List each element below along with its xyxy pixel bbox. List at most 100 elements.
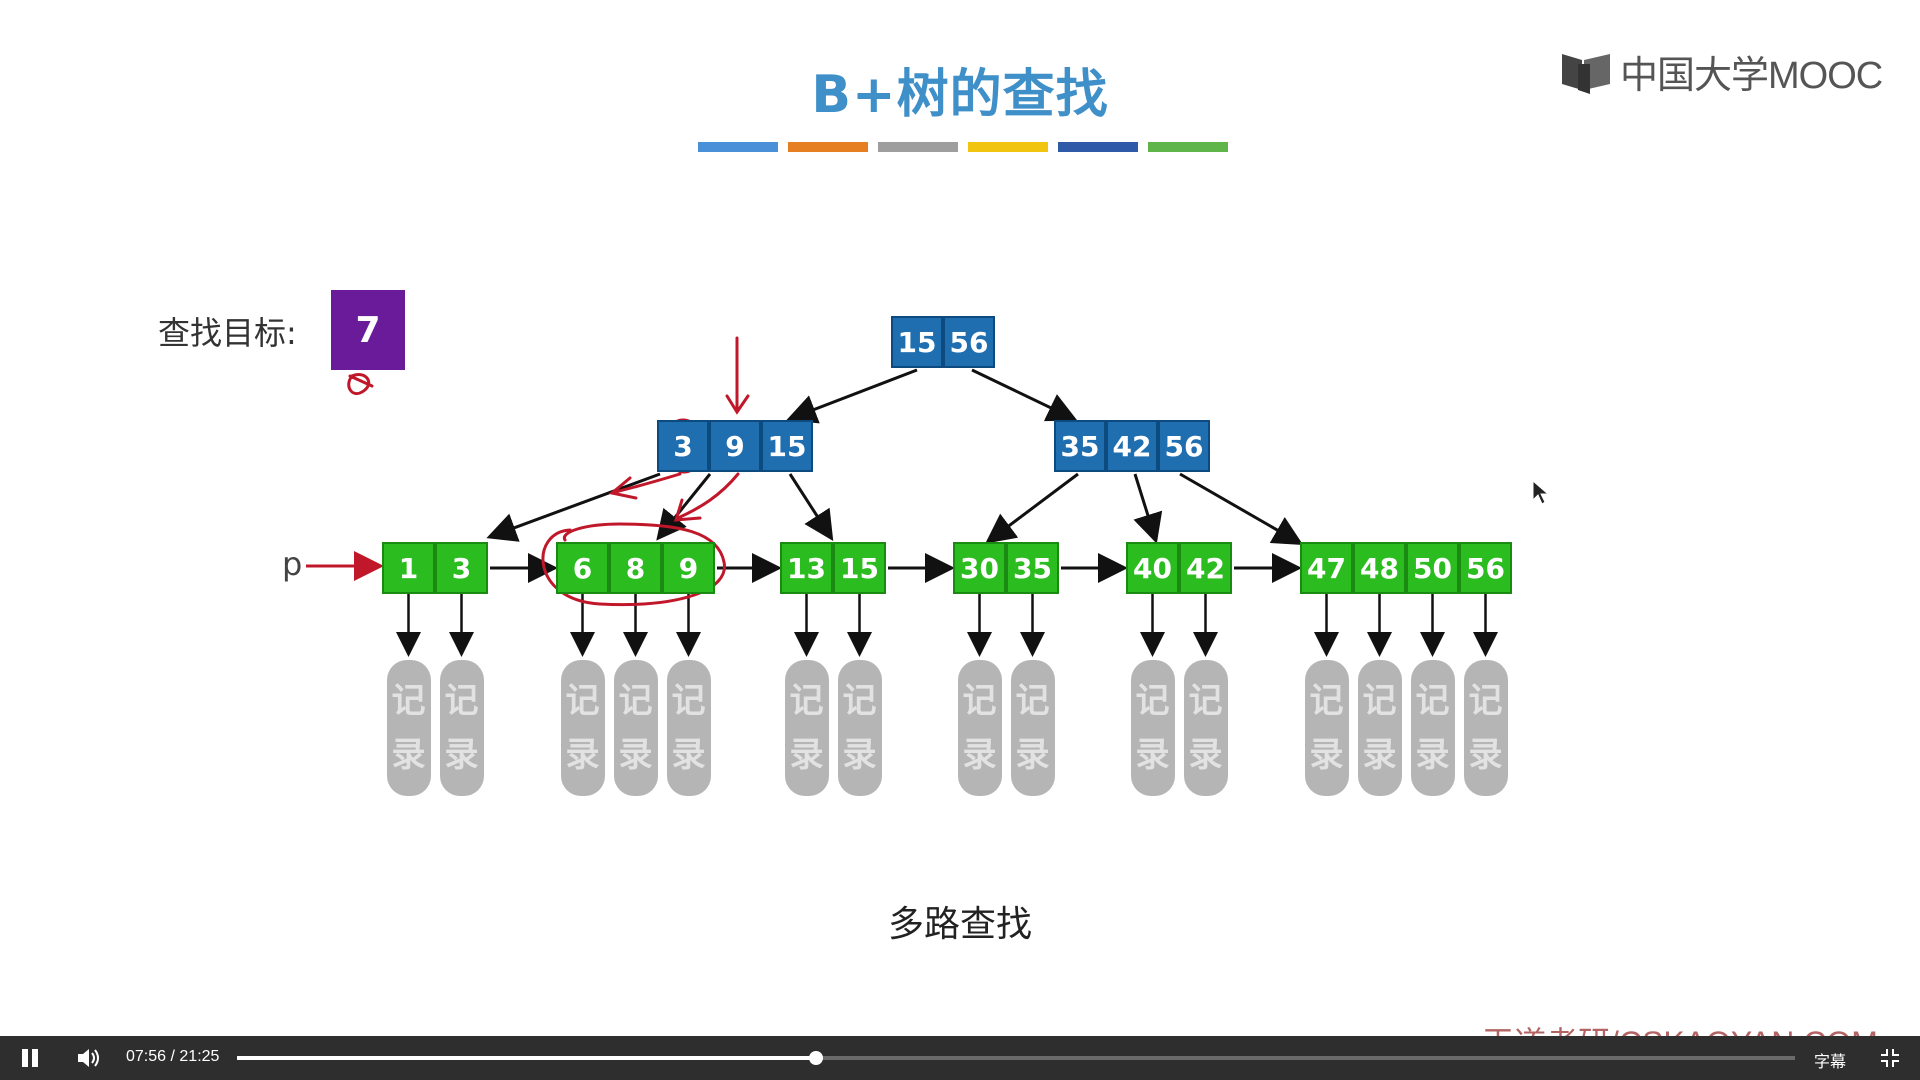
record-label: 记 <box>1362 681 1397 721</box>
record-label: 记 <box>962 681 997 721</box>
record-block: 记录 <box>1463 660 1508 796</box>
record-label: 录 <box>1362 735 1397 775</box>
tree-edge <box>788 473 834 542</box>
search-target-value: 7 <box>331 290 405 370</box>
leaf-node-6-key: 56 <box>1459 542 1512 594</box>
record-label: 录 <box>1468 735 1503 775</box>
volume-button[interactable] <box>76 1046 102 1074</box>
fullscreen-exit-button[interactable] <box>1880 1048 1900 1072</box>
title-color-bar <box>698 142 1228 152</box>
record-label: 录 <box>962 735 997 775</box>
leaf-node-3-key: 15 <box>833 542 886 594</box>
color-bar-segment <box>968 142 1048 152</box>
record-block: 记录 <box>1130 660 1175 796</box>
pointer-p-label: p <box>282 545 303 583</box>
mooc-logo-text: 中国大学MOOC <box>1620 55 1883 97</box>
record-label: 录 <box>444 735 479 775</box>
tree-edge <box>985 472 1079 544</box>
record-label: 记 <box>1415 681 1450 721</box>
record-block: 记录 <box>613 660 658 796</box>
record-label: 记 <box>671 681 706 721</box>
time-separator: / <box>170 1048 175 1065</box>
record-label: 记 <box>842 681 877 721</box>
tree-edge <box>1133 473 1163 544</box>
record-label: 记 <box>1188 681 1223 721</box>
record-block: 记录 <box>666 660 711 796</box>
leaf-node-3-key: 13 <box>780 542 833 594</box>
leaf-node-5-key: 40 <box>1126 542 1179 594</box>
mooc-logo: 中国大学MOOC <box>1560 44 1883 99</box>
annotation-down-arrow <box>725 336 750 415</box>
leaf-node-5-key: 42 <box>1179 542 1232 594</box>
video-player-controls: 07:56 / 21:25 字幕 <box>0 1036 1920 1080</box>
leaf-node-1-key: 3 <box>435 542 488 594</box>
record-label: 记 <box>1309 681 1344 721</box>
record-block: 记录 <box>784 660 829 796</box>
tree-edges <box>306 336 1498 657</box>
root-node-key: 56 <box>943 316 995 368</box>
record-block: 记录 <box>560 660 605 796</box>
mouse-cursor-icon <box>1532 480 1550 505</box>
record-label: 记 <box>565 681 600 721</box>
record-label: 录 <box>1135 735 1170 775</box>
tree-edge <box>971 368 1078 422</box>
pause-button[interactable] <box>18 1046 42 1070</box>
record-label: 记 <box>1135 681 1170 721</box>
progress-handle[interactable] <box>808 1051 823 1065</box>
annotation-arrow-left <box>608 472 682 500</box>
record-label: 记 <box>1468 681 1503 721</box>
mooc-logo-icon <box>1562 53 1610 94</box>
color-bar-segment <box>1058 142 1138 152</box>
record-block: 记录 <box>837 660 882 796</box>
record-block: 记录 <box>1304 660 1349 796</box>
record-block: 记录 <box>1410 660 1455 796</box>
record-label: 录 <box>1415 735 1450 775</box>
record-label: 记 <box>1015 681 1050 721</box>
search-target-label: 查找目标: <box>158 314 297 352</box>
leaf-node-6-key: 50 <box>1406 542 1459 594</box>
volume-icon <box>78 1049 99 1067</box>
record-label: 录 <box>842 735 877 775</box>
leaf-node-6-key: 48 <box>1353 542 1406 594</box>
annotation-arrow-right <box>673 472 740 522</box>
subtitle-button[interactable]: 字幕 <box>1814 1052 1847 1071</box>
slide-caption: 多路查找 <box>887 904 1032 945</box>
leaf-node-4-key: 30 <box>953 542 1006 594</box>
annotation-mark-under-target <box>347 373 374 395</box>
tree-edge <box>786 368 918 424</box>
record-label: 录 <box>1015 735 1050 775</box>
leaf-node-6-key: 47 <box>1300 542 1353 594</box>
leaf-node-1-key: 1 <box>382 542 435 594</box>
progress-fill <box>237 1056 816 1060</box>
record-label: 录 <box>565 735 600 775</box>
record-label: 录 <box>391 735 426 775</box>
record-label: 录 <box>1309 735 1344 775</box>
internal-node-left-key: 9 <box>709 420 761 472</box>
record-block: 记录 <box>1357 660 1402 796</box>
record-label: 录 <box>671 735 706 775</box>
progress-bar[interactable] <box>237 1051 1795 1065</box>
record-block: 记录 <box>386 660 431 796</box>
record-label: 记 <box>789 681 824 721</box>
color-bar-segment <box>1148 142 1228 152</box>
total-time: 21:25 <box>179 1048 220 1065</box>
current-time: 07:56 <box>126 1048 167 1065</box>
record-label: 录 <box>618 735 653 775</box>
record-label: 记 <box>391 681 426 721</box>
internal-node-left-key: 15 <box>761 420 813 472</box>
slide-title: B+树的查找 <box>811 65 1109 125</box>
root-node-key: 15 <box>891 316 943 368</box>
internal-node-right-key: 35 <box>1054 420 1106 472</box>
record-label: 录 <box>1188 735 1223 775</box>
time-display: 07:56 / 21:25 <box>126 1048 219 1066</box>
record-label: 记 <box>618 681 653 721</box>
record-block: 记录 <box>957 660 1002 796</box>
record-block: 记录 <box>1010 660 1055 796</box>
tree-edge <box>1179 472 1304 545</box>
watermark: 王道考研/CSKAOYAN.COM <box>1482 1018 1878 1036</box>
annotation-circle-leaf <box>541 522 726 607</box>
internal-node-right-key: 42 <box>1106 420 1158 472</box>
record-block: 记录 <box>439 660 484 796</box>
internal-node-left-key: 3 <box>657 420 709 472</box>
